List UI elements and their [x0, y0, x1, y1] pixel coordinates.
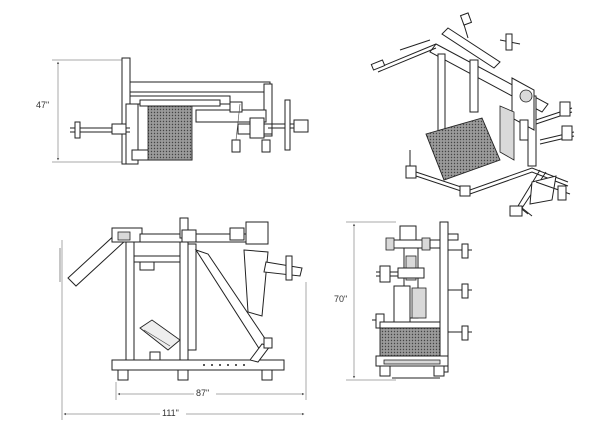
side-view-foot-plate: [139, 319, 181, 351]
top-view-foot-plate: [147, 105, 193, 161]
side-view-base-holes: [203, 364, 245, 366]
front-view-dimension: 70": [334, 221, 396, 381]
front-view: 70": [334, 221, 472, 381]
top-view-dimension: 47": [36, 59, 125, 163]
top-view: 47": [36, 57, 309, 165]
side-view-overall-length-label: 111": [162, 408, 179, 418]
side-view-frame-dimension: 87": [115, 282, 307, 400]
side-view: 87" 111": [59, 217, 307, 420]
top-view-frame: [70, 57, 309, 165]
isometric-foot-plate: [425, 117, 501, 181]
top-view-depth-label: 47": [36, 100, 49, 110]
front-view-height-label: 70": [334, 294, 347, 304]
side-view-frame-length-label: 87": [196, 388, 209, 398]
side-view-overall-dimension: 111": [61, 240, 305, 420]
isometric-view: [370, 12, 575, 217]
